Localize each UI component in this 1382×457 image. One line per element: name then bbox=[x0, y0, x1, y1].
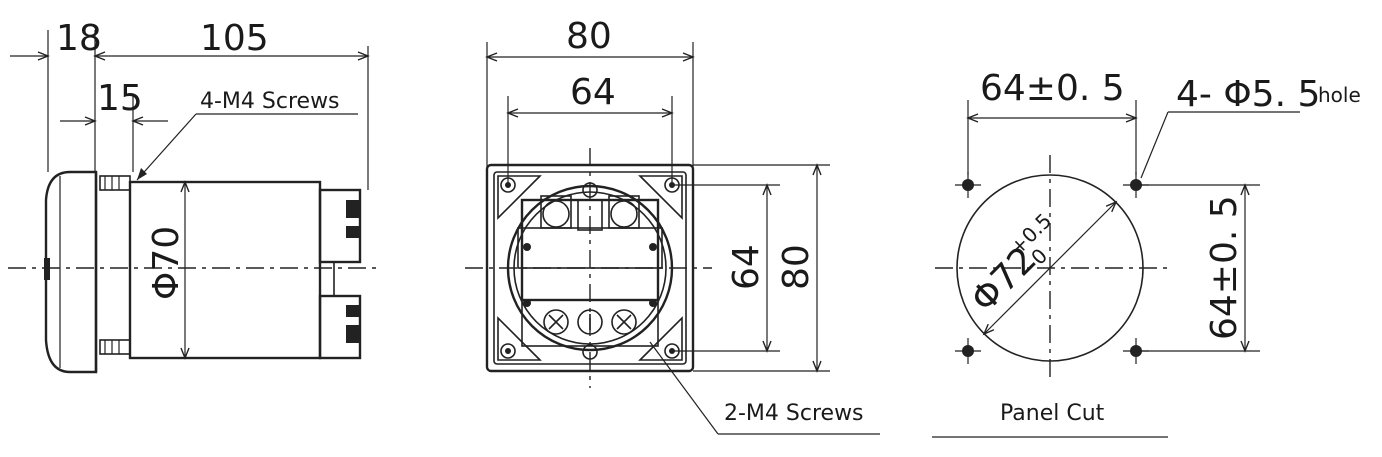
side-diameter-label: Φ70 bbox=[146, 226, 187, 300]
side-view: 18 105 15 4-M4 Screws Φ bbox=[8, 18, 380, 374]
dim-height-outer: 80 bbox=[776, 244, 817, 290]
holes-suffix: hole bbox=[1318, 83, 1361, 107]
dim-hole-spacing-v: 64±0. 5 bbox=[1204, 195, 1245, 340]
dim-height-inner: 64 bbox=[726, 244, 767, 290]
side-screws-label: 4-M4 Screws bbox=[200, 89, 340, 114]
panel-cut-title: Panel Cut bbox=[1000, 401, 1105, 426]
holes-label: 4- Φ5. 5 bbox=[1176, 74, 1320, 115]
panel-cut: 64±0. 5 4- Φ5. 5 hole Φ72 +0.5 0 64±0. 5 bbox=[932, 68, 1361, 438]
dim-width-outer: 80 bbox=[566, 16, 612, 57]
rear-screws-label: 2-M4 Screws bbox=[724, 401, 864, 426]
rear-corner-screw bbox=[500, 343, 516, 359]
rear-corner-screw bbox=[500, 177, 516, 193]
dim-hole-spacing-h: 64±0. 5 bbox=[980, 68, 1125, 109]
rear-view: 80 64 bbox=[465, 16, 880, 435]
dim-depth-front: 18 bbox=[56, 18, 102, 59]
dim-depth-body: 105 bbox=[200, 18, 269, 59]
dim-flange: 15 bbox=[97, 78, 143, 119]
dim-width-inner: 64 bbox=[570, 72, 616, 113]
